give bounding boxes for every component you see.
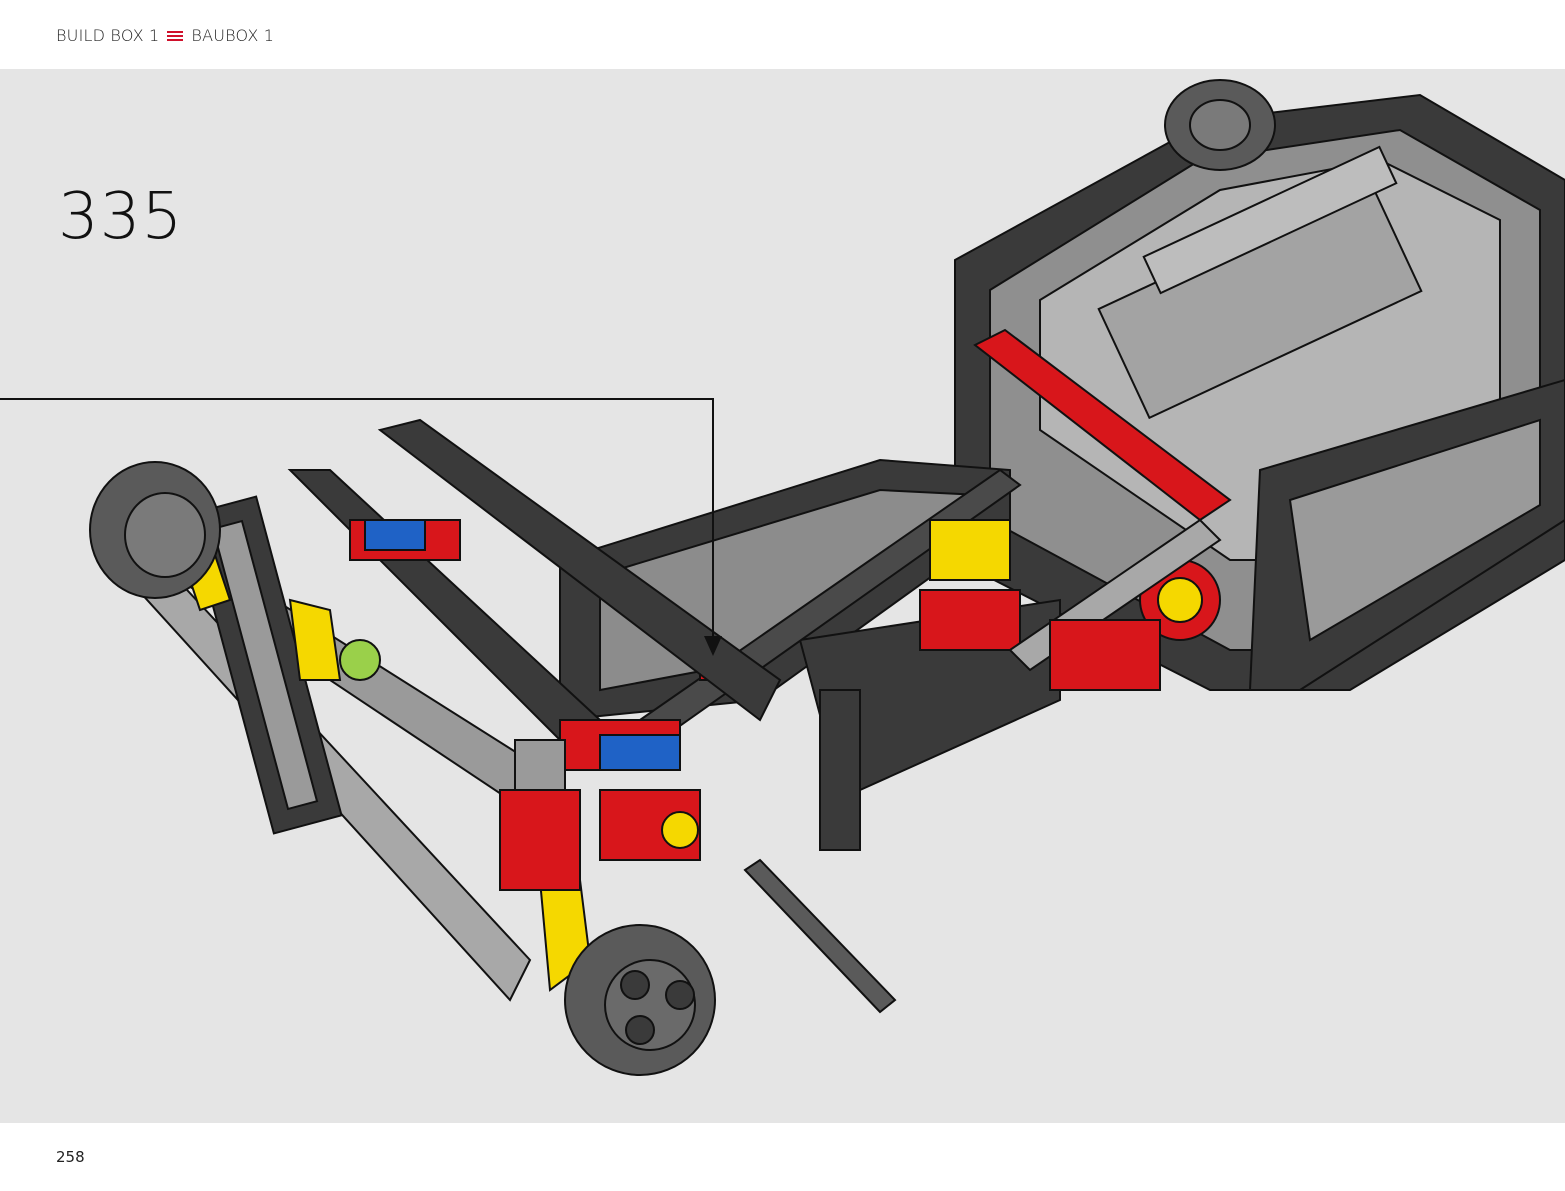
rear-brake-disc [1164,79,1276,171]
front-axle-assembly [118,418,782,1002]
page-header: BUILD BOX 1 BAUBOX 1 [0,0,1565,69]
build-box-label-de: BAUBOX 1 [191,26,275,45]
chassis-model-illustration [89,79,1565,1076]
assembly-callout-arrow [0,398,722,656]
build-box-breadcrumb: BUILD BOX 1 BAUBOX 1 [56,26,274,45]
menu-icon [167,30,184,42]
steering-shaft [743,858,897,1014]
front-right-brake-disc [564,924,716,1076]
step-number: 335 [58,180,184,254]
page-footer [0,1123,1565,1191]
build-box-label-en: BUILD BOX 1 [56,26,160,45]
front-left-brake-disc [89,461,221,599]
instruction-stage [0,69,1565,1123]
page-number: 258 [56,1148,85,1166]
engine-frame [954,93,1565,691]
